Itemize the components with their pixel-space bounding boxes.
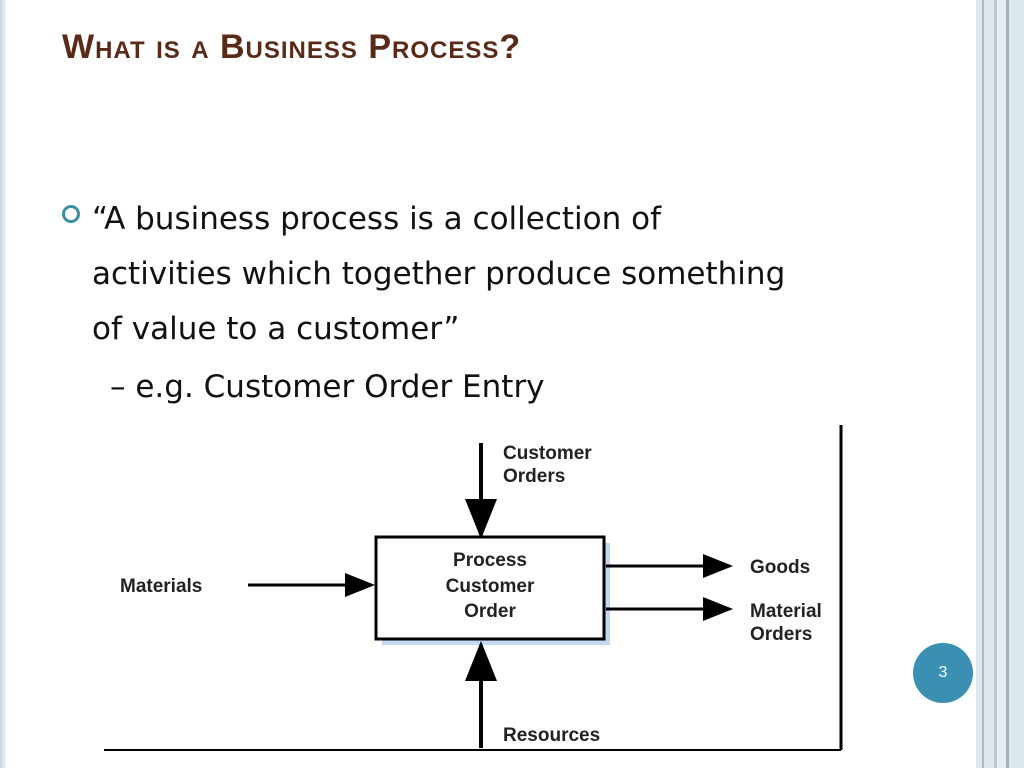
top-input-label-line-1: Customer bbox=[503, 443, 592, 464]
bullet-text: “A business process is a collection of a… bbox=[92, 192, 912, 357]
right-border-decoration bbox=[976, 0, 1024, 768]
process-label-line-2: Customer bbox=[446, 576, 535, 597]
bullet-line-1: “A business process is a collection of bbox=[92, 201, 662, 237]
goods-output-label: Goods bbox=[750, 557, 810, 578]
process-box bbox=[374, 535, 606, 641]
bullet-line-2: activities which together produce someth… bbox=[92, 256, 786, 292]
process-diagram: Process Customer Order Customer Orders M… bbox=[104, 425, 843, 751]
left-input-label: Materials bbox=[120, 576, 202, 597]
slide-title: What is a Business Process? bbox=[62, 28, 522, 66]
process-label-line-3: Order bbox=[464, 601, 516, 622]
material-orders-label-line-1: Material bbox=[750, 601, 822, 622]
material-orders-label-line-2: Orders bbox=[750, 624, 812, 645]
process-label-line-1: Process bbox=[453, 550, 527, 571]
left-border-decoration bbox=[0, 0, 6, 768]
top-input-label-line-2: Orders bbox=[503, 466, 565, 487]
page-number: 3 bbox=[938, 664, 948, 681]
bullet-line-3: of value to a customer” bbox=[92, 311, 460, 347]
page-number-badge: 3 bbox=[913, 643, 973, 703]
bottom-input-label: Resources bbox=[503, 725, 600, 746]
bullet-circle-icon bbox=[62, 205, 80, 223]
sub-bullet: – e.g. Customer Order Entry bbox=[110, 369, 545, 405]
